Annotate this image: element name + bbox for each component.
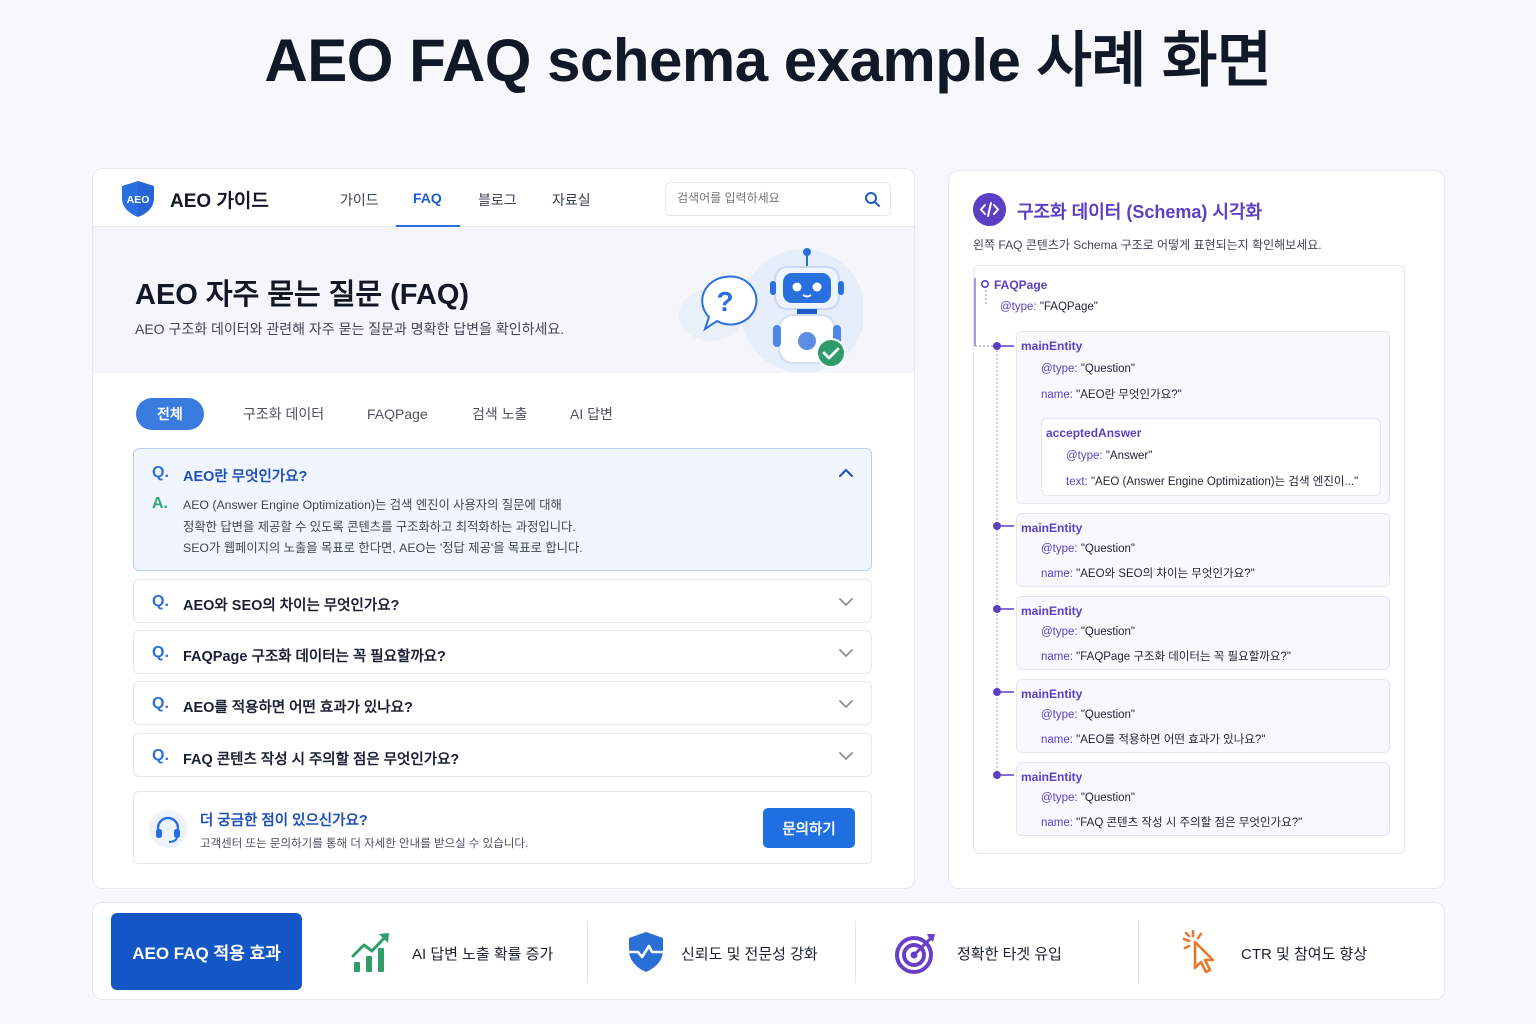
schema-subtitle: 왼쪽 FAQ 콘텐츠가 Schema 구조로 어떻게 표현되는지 확인해보세요. (973, 238, 1322, 252)
effects-bar: AEO FAQ 적용 효과 AI 답변 노출 확률 증가 신뢰도 및 전문성 강… (92, 902, 1445, 1000)
faq-answer: AEO (Answer Engine Optimization)는 검색 엔진이… (183, 498, 583, 555)
tab-ai-answer[interactable]: AI 답변 (570, 406, 613, 422)
main-entity-node-3[interactable]: mainEntity @type: "Question" name: "FAQP… (1016, 596, 1390, 670)
contact-title: 더 궁금한 점이 있으신가요? (200, 813, 368, 829)
page-title: AEO FAQ schema example 사례 화면 (264, 27, 1272, 94)
nav-item-guide[interactable]: 가이드 (340, 192, 379, 208)
chevron-down-icon[interactable] (839, 700, 853, 709)
faq-item-4[interactable]: Q. AEO를 적용하면 어떤 효과가 있나요? (133, 681, 872, 725)
tab-faqpage[interactable]: FAQPage (367, 406, 428, 422)
faq-subheading: AEO 구조화 데이터와 관련해 자주 묻는 질문과 명확한 답변을 확인하세요… (135, 321, 565, 337)
question-mark: Q. (152, 464, 169, 481)
effect-targeting: 정확한 타겟 유입 (895, 923, 1105, 981)
code-icon (973, 193, 1006, 226)
schema-title: 구조화 데이터 (Schema) 시각화 (1017, 202, 1263, 222)
question-mark: Q. (152, 747, 169, 764)
svg-text:AEO: AEO (127, 194, 150, 206)
chevron-down-icon[interactable] (839, 752, 853, 761)
aeo-shield-logo-icon: AEO (122, 181, 154, 217)
faq-item-3[interactable]: Q. FAQPage 구조화 데이터는 꼭 필요할까요? (133, 630, 872, 674)
chevron-up-icon[interactable] (839, 468, 853, 477)
main-entity-node-5[interactable]: mainEntity @type: "Question" name: "FAQ … (1016, 762, 1390, 836)
growth-chart-icon (351, 933, 389, 972)
headset-icon (149, 810, 187, 848)
main-entity-node-1[interactable]: mainEntity @type: "Question" name: "AEO란… (1016, 331, 1390, 504)
question-mark: Q. (152, 695, 169, 712)
faqpage-node[interactable]: FAQPage (994, 278, 1048, 292)
target-icon (895, 934, 935, 974)
tab-structured-data[interactable]: 구조화 데이터 (243, 406, 325, 422)
brand-name[interactable]: AEO 가이드 (170, 191, 269, 212)
root-type-prop: @type: "FAQPage" (1000, 301, 1098, 313)
schema-visualization-panel: 구조화 데이터 (Schema) 시각화 왼쪽 FAQ 콘텐츠가 Schema … (948, 170, 1445, 889)
nav-item-faq[interactable]: FAQ (413, 190, 442, 206)
effect-ctr: CTR 및 참여도 향상 (1181, 923, 1401, 981)
divider (587, 921, 588, 983)
faq-question: FAQ 콘텐츠 작성 시 주의할 점은 무엇인가요? (183, 752, 460, 768)
main-entity-node-4[interactable]: mainEntity @type: "Question" name: "AEO를… (1016, 679, 1390, 753)
effect-ai-exposure: AI 답변 노출 확률 증가 (351, 923, 561, 981)
faq-question: AEO를 적용하면 어떤 효과가 있나요? (183, 700, 413, 716)
contact-us-button[interactable]: 문의하기 (763, 808, 855, 848)
tab-all[interactable]: 전체 (136, 398, 204, 430)
question-mark: Q. (152, 644, 169, 661)
faq-question: FAQPage 구조화 데이터는 꼭 필요할까요? (183, 649, 446, 665)
accepted-answer-node[interactable]: acceptedAnswer @type: "Answer" text: "AE… (1041, 418, 1381, 496)
svg-text:?: ? (716, 286, 733, 317)
top-navigation: AEO AEO 가이드 가이드 FAQ 블로그 자료실 (93, 169, 914, 227)
faq-question: AEO와 SEO의 차이는 무엇인가요? (183, 598, 400, 614)
divider (855, 921, 856, 983)
hero-section: AEO 자주 묻는 질문 (FAQ) AEO 구조화 데이터와 관련해 자주 묻… (93, 227, 914, 373)
search-box (665, 182, 891, 216)
search-icon[interactable] (864, 191, 881, 208)
tab-search-exposure[interactable]: 검색 노출 (472, 406, 528, 422)
contact-subtitle: 고객센터 또는 문의하기를 통해 더 자세한 안내를 받으실 수 있습니다. (200, 838, 529, 850)
search-input[interactable] (677, 191, 857, 205)
faq-item-1[interactable]: Q. AEO란 무엇인가요? A. AEO (Answer Engine Opt… (133, 448, 872, 571)
answer-mark: A. (152, 495, 168, 512)
faq-item-2[interactable]: Q. AEO와 SEO의 차이는 무엇인가요? (133, 579, 872, 623)
divider (1138, 921, 1139, 983)
active-nav-indicator (396, 225, 460, 227)
schema-tree: FAQPage @type: "FAQPage" mainEntity @typ… (973, 265, 1405, 854)
nav-item-blog[interactable]: 블로그 (478, 192, 517, 208)
nav-item-resources[interactable]: 자료실 (552, 192, 591, 208)
chevron-down-icon[interactable] (839, 598, 853, 607)
effect-trust: 신뢰도 및 전문성 강화 (625, 923, 835, 981)
question-mark: Q. (152, 593, 169, 610)
faq-website-panel: AEO AEO 가이드 가이드 FAQ 블로그 자료실 AEO 자주 묻는 질문… (92, 168, 915, 889)
chevron-down-icon[interactable] (839, 649, 853, 658)
faq-heading: AEO 자주 묻는 질문 (FAQ) (135, 279, 470, 311)
faq-question: AEO란 무엇인가요? (183, 469, 308, 485)
cursor-click-icon (1182, 930, 1215, 974)
main-entity-node-2[interactable]: mainEntity @type: "Question" name: "AEO와… (1016, 513, 1390, 587)
effects-badge: AEO FAQ 적용 효과 (111, 913, 302, 990)
contact-box: 더 궁금한 점이 있으신가요? 고객센터 또는 문의하기를 통해 더 자세한 안… (133, 791, 872, 864)
faq-item-5[interactable]: Q. FAQ 콘텐츠 작성 시 주의할 점은 무엇인가요? (133, 733, 872, 777)
robot-question-illustration-icon: ? (679, 248, 863, 373)
shield-check-icon (627, 932, 665, 972)
